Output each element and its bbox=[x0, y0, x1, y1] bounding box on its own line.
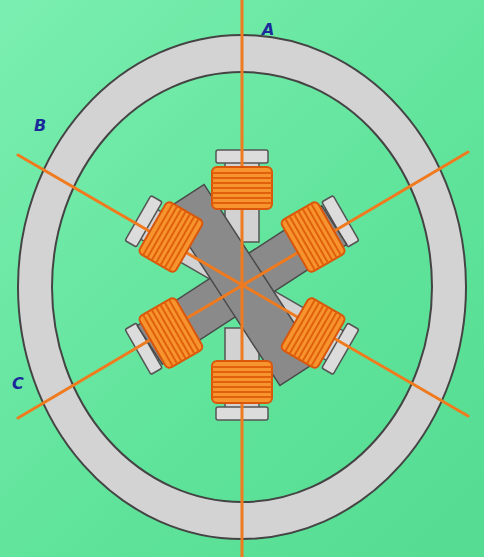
coil-wires bbox=[18, 0, 468, 557]
phase-label: A bbox=[262, 22, 274, 38]
stator-coils bbox=[138, 167, 347, 403]
phase-label: C bbox=[12, 376, 24, 392]
phase-label: B bbox=[34, 118, 46, 134]
